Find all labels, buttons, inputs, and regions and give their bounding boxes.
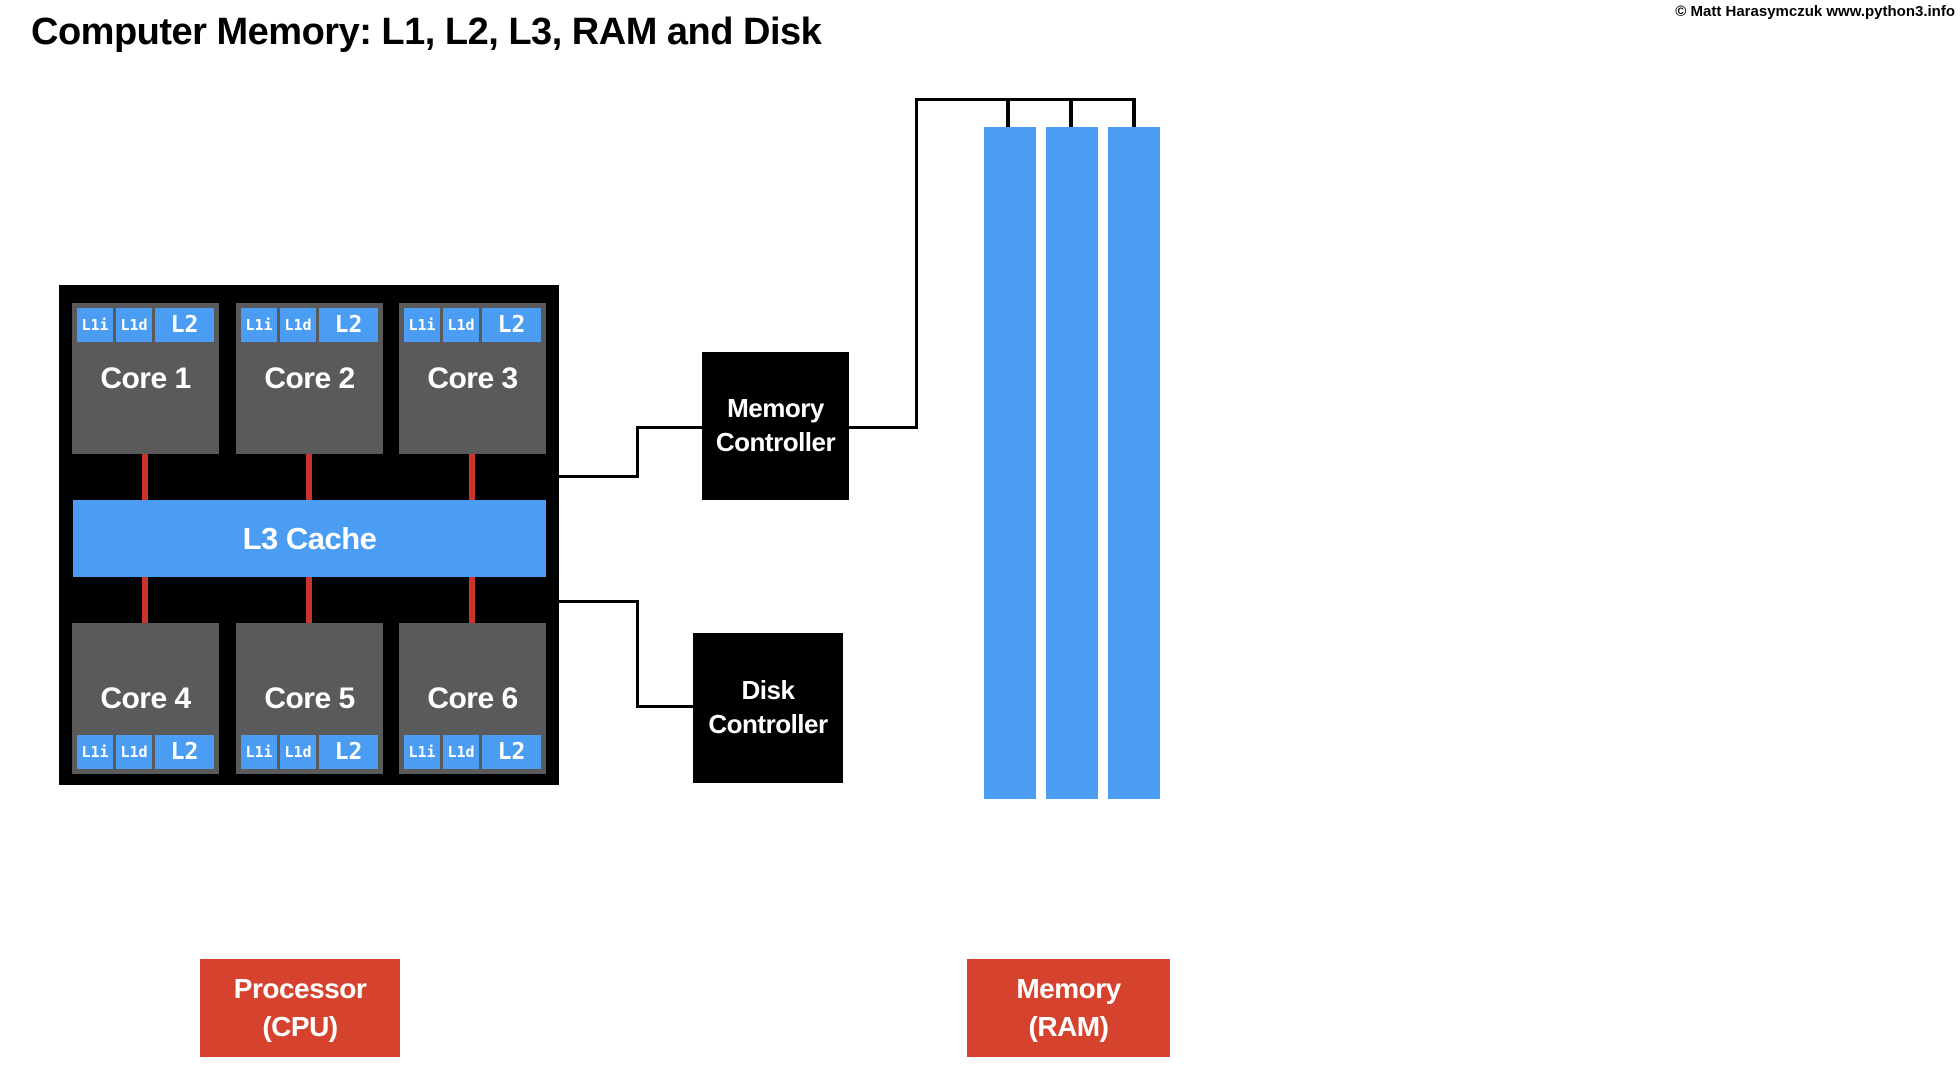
wire-memctrl-to-ram-h1 bbox=[849, 426, 918, 429]
red-bus-connector bbox=[306, 454, 312, 500]
wire-ram-drop-2 bbox=[1069, 98, 1073, 128]
core-4-label: Core 4 bbox=[100, 681, 191, 715]
core-4-cache-row: L1i L1d L2 bbox=[77, 735, 214, 769]
ram-stick bbox=[984, 127, 1036, 799]
l1i-cache-chip: L1i bbox=[77, 735, 113, 769]
l2-cache-chip: L2 bbox=[319, 308, 378, 342]
l2-cache-chip: L2 bbox=[482, 735, 541, 769]
core-6-box: Core 6 L1i L1d L2 bbox=[399, 623, 546, 774]
l2-cache-chip: L2 bbox=[155, 308, 214, 342]
core-4-box: Core 4 L1i L1d L2 bbox=[72, 623, 219, 774]
memory-label-plate: Memory (RAM) bbox=[967, 959, 1170, 1057]
core-5-label: Core 5 bbox=[264, 681, 355, 715]
l2-cache-chip: L2 bbox=[319, 735, 378, 769]
copyright-note: © Matt Harasymczuk www.python3.info bbox=[1675, 3, 1955, 20]
core-3-cache-row: L1i L1d L2 bbox=[404, 308, 541, 342]
l1i-cache-chip: L1i bbox=[241, 735, 277, 769]
memory-controller-label-line1: Memory bbox=[727, 393, 824, 424]
wire-cpu-to-diskctrl-v bbox=[636, 600, 639, 708]
wire-cpu-to-memctrl-v bbox=[636, 426, 639, 478]
core-2-box: L1i L1d L2 Core 2 bbox=[236, 303, 383, 454]
core-3-box: L1i L1d L2 Core 3 bbox=[399, 303, 546, 454]
memory-label-line2: (RAM) bbox=[1028, 1011, 1109, 1042]
wire-memctrl-to-ram-v bbox=[915, 98, 918, 429]
core-1-label: Core 1 bbox=[100, 361, 191, 395]
disk-controller-label-line2: Controller bbox=[708, 709, 828, 739]
cpu-package: L1i L1d L2 Core 1 L1i L1d L2 Core 2 L1i … bbox=[59, 285, 559, 785]
l1i-cache-chip: L1i bbox=[77, 308, 113, 342]
l1i-cache-chip: L1i bbox=[404, 735, 440, 769]
core-6-label: Core 6 bbox=[427, 681, 518, 715]
processor-label-plate: Processor (CPU) bbox=[200, 959, 400, 1057]
ram-stick bbox=[1046, 127, 1098, 799]
wire-cpu-to-diskctrl-h2 bbox=[636, 705, 694, 708]
wire-cpu-to-memctrl-h2 bbox=[636, 426, 702, 429]
ram-stick bbox=[1108, 127, 1160, 799]
core-2-cache-row: L1i L1d L2 bbox=[241, 308, 378, 342]
l2-cache-chip: L2 bbox=[155, 735, 214, 769]
l1i-cache-chip: L1i bbox=[404, 308, 440, 342]
processor-label-line1: Processor bbox=[233, 973, 367, 1005]
core-2-label: Core 2 bbox=[264, 361, 355, 395]
memory-label-line1: Memory bbox=[1016, 973, 1121, 1005]
memory-controller-label-line2: Controller bbox=[715, 427, 836, 457]
wire-ram-drop-3 bbox=[1132, 98, 1136, 128]
l1d-cache-chip: L1d bbox=[280, 308, 316, 342]
page-title: Computer Memory: L1, L2, L3, RAM and Dis… bbox=[31, 11, 822, 53]
core-5-cache-row: L1i L1d L2 bbox=[241, 735, 378, 769]
l1d-cache-chip: L1d bbox=[116, 308, 152, 342]
core-5-box: Core 5 L1i L1d L2 bbox=[236, 623, 383, 774]
l1d-cache-chip: L1d bbox=[116, 735, 152, 769]
core-1-cache-row: L1i L1d L2 bbox=[77, 308, 214, 342]
l3-cache-bar: L3 Cache bbox=[73, 500, 546, 577]
red-bus-connector bbox=[142, 577, 148, 623]
l1d-cache-chip: L1d bbox=[443, 735, 479, 769]
disk-controller-label-line1: Disk bbox=[741, 675, 795, 706]
red-bus-connector bbox=[469, 454, 475, 500]
l1i-cache-chip: L1i bbox=[241, 308, 277, 342]
wire-ram-drop-1 bbox=[1006, 98, 1010, 128]
core-1-box: L1i L1d L2 Core 1 bbox=[72, 303, 219, 454]
processor-label-line2: (CPU) bbox=[262, 1011, 338, 1042]
l1d-cache-chip: L1d bbox=[443, 308, 479, 342]
wire-cpu-to-memctrl-h1 bbox=[559, 475, 639, 478]
core-3-label: Core 3 bbox=[427, 361, 518, 395]
red-bus-connector bbox=[142, 454, 148, 500]
wire-cpu-to-diskctrl-h1 bbox=[559, 600, 639, 603]
l2-cache-chip: L2 bbox=[482, 308, 541, 342]
core-6-cache-row: L1i L1d L2 bbox=[404, 735, 541, 769]
red-bus-connector bbox=[306, 577, 312, 623]
wire-ram-bus-top bbox=[915, 98, 1136, 101]
red-bus-connector bbox=[469, 577, 475, 623]
disk-controller-box: Disk Controller bbox=[693, 633, 843, 783]
memory-controller-box: Memory Controller bbox=[702, 352, 849, 500]
l1d-cache-chip: L1d bbox=[280, 735, 316, 769]
